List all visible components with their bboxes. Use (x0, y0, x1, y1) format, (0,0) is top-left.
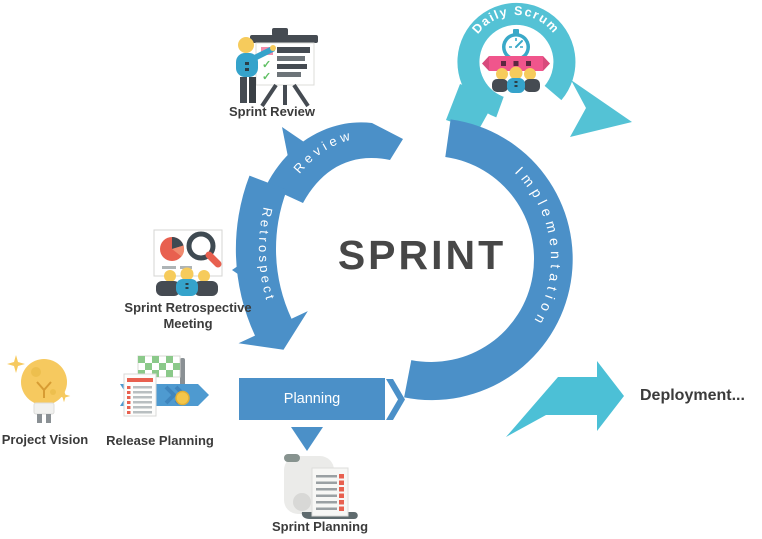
sprint-retrospective-label-line2: Meeting (163, 316, 213, 331)
easel-center-leg (283, 85, 287, 105)
easel-top-bar (250, 35, 318, 43)
backlog-scroll-icon (284, 454, 358, 519)
button-dot (185, 283, 189, 285)
stopwatch-crown (513, 29, 519, 34)
bulb-filament (36, 381, 52, 398)
board-line (277, 56, 305, 61)
person-head (180, 267, 194, 281)
bulb-highlight (50, 389, 56, 395)
release-planning-label: Release Planning (106, 433, 214, 448)
magnifier-lens (186, 231, 216, 261)
sprint-planning-label: Sprint Planning (271, 519, 369, 534)
presenter-hand (270, 45, 276, 51)
planning-callout-triangle-icon (291, 427, 323, 451)
segment-planning-label: Planning (283, 391, 341, 407)
banner-left-fold (482, 56, 489, 71)
stopwatch-hand (515, 40, 523, 48)
magnifier-handle (205, 251, 222, 268)
pie-slice (172, 245, 185, 257)
retrospect-callout-triangle-icon (232, 257, 251, 283)
person-head (496, 68, 508, 80)
banner-right-fold (543, 56, 550, 71)
sprint-center-title: SPRINT (337, 232, 507, 278)
bulb-prong (46, 414, 51, 423)
person-head (164, 270, 176, 282)
person-body (524, 79, 540, 92)
segment-review-arc (266, 122, 403, 203)
loop-ring (457, 2, 576, 118)
segment-implementation-arc (404, 119, 573, 401)
sparkle-icon (7, 355, 25, 373)
daily-scrum-loop (446, 2, 632, 137)
board-line (277, 47, 310, 53)
banner-dot (501, 61, 506, 66)
deployment-arrow-icon (506, 361, 624, 437)
board-line (277, 64, 307, 69)
scroll-curl (293, 493, 311, 511)
sprint-retrospective-label: Sprint Retrospective Meeting (108, 300, 268, 332)
button-dot (245, 62, 249, 65)
milestone-flag-icon (120, 355, 209, 417)
segment-retrospect-arrow (235, 175, 308, 350)
check-icon: ✓ (262, 71, 271, 83)
board-line (277, 72, 301, 77)
scroll-curl-top (284, 454, 300, 462)
presenter-leg (240, 77, 247, 103)
check-icon: ✓ (262, 59, 271, 71)
bulb-base (33, 402, 55, 415)
person-body (194, 281, 218, 296)
banner-dot (526, 61, 531, 66)
checklist-lines (316, 474, 344, 511)
doc-lines (127, 386, 152, 414)
sparkle-icon (57, 389, 71, 403)
bulb-highlight (31, 367, 41, 377)
segment-retrospect-label: Retrospect (256, 206, 279, 304)
board-line (180, 266, 192, 269)
bulb-globe (21, 359, 67, 405)
button-dot (514, 85, 518, 87)
easel-legs (260, 83, 310, 108)
sprint-review-label: Sprint Review (229, 104, 315, 119)
review-callout-triangle-icon (282, 127, 304, 157)
presenter-arm (252, 46, 275, 61)
segment-planning-bar (239, 378, 385, 420)
button-dot (185, 287, 189, 289)
button-dot (245, 68, 249, 71)
pole-ball (175, 390, 190, 406)
loop-arrowhead-icon (570, 80, 632, 137)
stopwatch-ticks (509, 38, 523, 48)
sprint-retrospective-label-line1: Sprint Retrospective (124, 300, 252, 315)
project-vision-label: Project Vision (1, 432, 89, 447)
planning-chevron-icon (386, 379, 405, 420)
doc-header-line (127, 378, 153, 382)
bulb-prong (37, 414, 42, 423)
sprint-cycle-ring (232, 119, 573, 451)
analysis-board-magnifier-icon (153, 229, 223, 296)
person-head (198, 270, 210, 282)
presentation-easel-icon: ✓ ✓ (236, 28, 318, 108)
person-head (509, 66, 523, 80)
person-body (156, 281, 180, 296)
person-body (492, 79, 508, 92)
lightbulb-icon (7, 355, 71, 423)
deployment-label: Deployment... (640, 387, 745, 404)
board-line (162, 266, 176, 269)
presenter-leg (249, 77, 256, 103)
button-dot (514, 81, 518, 83)
person-head (524, 68, 536, 80)
team-standup-timer-icon (482, 29, 550, 93)
banner-dot (513, 61, 519, 66)
presenter-head (238, 37, 254, 53)
easel-cap (272, 28, 288, 36)
pie-slice (172, 236, 184, 249)
